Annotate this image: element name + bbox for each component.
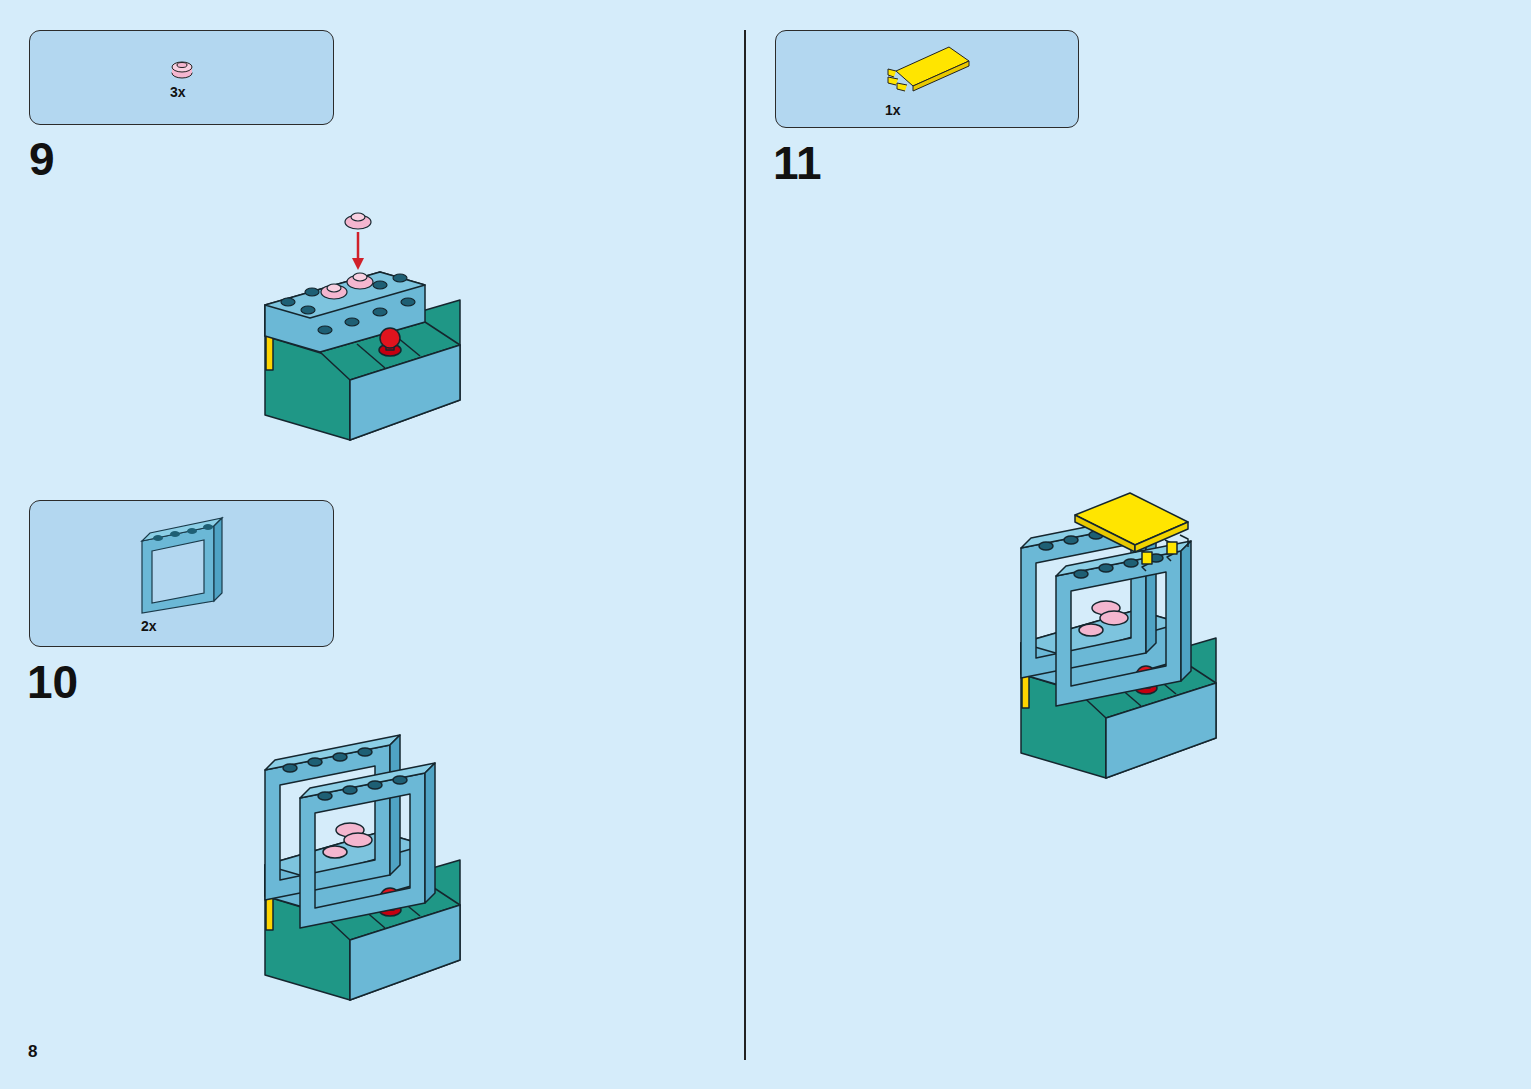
page-divider [744,30,746,1060]
page-number: 8 [28,1043,37,1062]
step-number: 10 [27,657,78,708]
step-number: 11 [773,138,822,189]
step-number: 9 [29,134,55,185]
part-icon [30,501,335,648]
part-quantity: 2x [141,618,157,634]
part-quantity: 1x [885,102,901,118]
step-9-model [265,213,460,440]
part-quantity: 3x [170,84,186,100]
parts-callout-box: 2x [29,500,334,647]
parts-callout-box: 3x [29,30,334,125]
part-icon [30,31,335,126]
step-11-yellow-plate [1075,493,1188,571]
part-icon [776,31,1080,129]
step-11-model [1021,513,1216,778]
step-10-model [265,735,460,1000]
parts-callout-box: 1x [775,30,1079,128]
